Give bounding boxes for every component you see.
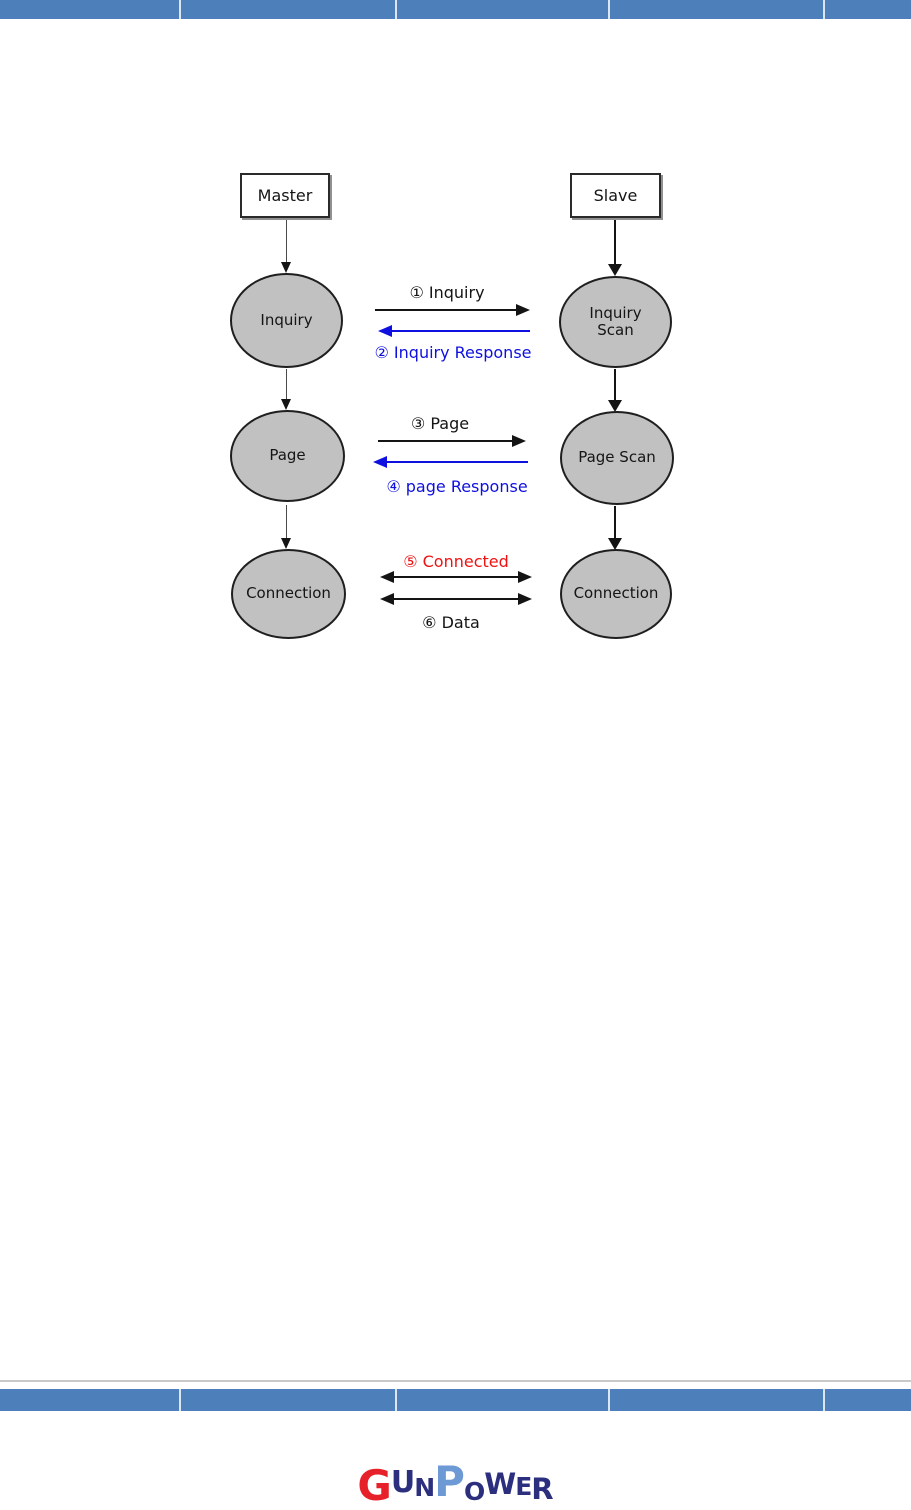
arrow-page-response <box>387 461 528 463</box>
logo-letter: R <box>531 1472 553 1506</box>
logo-letter: W <box>484 1467 516 1501</box>
header-cell <box>181 0 397 19</box>
gunpower-logo: G U N P O W E R <box>357 1457 553 1510</box>
inquiry-to-page-line <box>286 369 287 399</box>
slave-to-inquiryscan-line <box>614 220 616 265</box>
state-inquiry: Inquiry <box>230 273 343 368</box>
arrowhead-left-icon <box>373 456 387 468</box>
pagescan-to-connection-line <box>614 506 616 538</box>
logo-letter: N <box>414 1473 435 1502</box>
arrowhead-right-icon <box>518 593 532 605</box>
message-label-connected: ⑤ Connected <box>403 552 509 571</box>
arrow-connected <box>394 576 518 578</box>
header-cell <box>397 0 610 19</box>
arrowhead-right-icon <box>512 435 526 447</box>
footer-cell <box>0 1389 181 1411</box>
arrow-inquiry-response <box>392 330 530 332</box>
logo-letter: E <box>515 1472 532 1501</box>
message-label-page: ③ Page <box>410 414 470 433</box>
footer-divider <box>0 1380 911 1382</box>
message-label-inquiry: ① Inquiry <box>409 283 485 302</box>
master-to-inquiry-line <box>286 220 287 262</box>
state-inquiry-scan: Inquiry Scan <box>559 276 672 368</box>
footer-bar <box>0 1389 911 1411</box>
arrowhead-down-icon <box>281 262 291 273</box>
arrowhead-down-icon <box>608 400 622 412</box>
state-page: Page <box>230 410 345 502</box>
header-bar <box>0 0 911 19</box>
message-label-page-response: ④ page Response <box>386 477 528 496</box>
logo-letter: P <box>434 1457 465 1506</box>
footer-cell <box>181 1389 397 1411</box>
arrowhead-right-icon <box>516 304 530 316</box>
state-page-scan: Page Scan <box>560 411 674 505</box>
arrowhead-left-icon <box>380 593 394 605</box>
state-connection-master: Connection <box>231 549 346 639</box>
arrowhead-left-icon <box>378 325 392 337</box>
logo-letter: U <box>390 1465 415 1500</box>
footer-cell <box>397 1389 610 1411</box>
header-cell <box>610 0 825 19</box>
logo-letter: O <box>463 1477 485 1506</box>
header-cell <box>0 0 181 19</box>
arrowhead-left-icon <box>380 571 394 583</box>
footer-cell <box>610 1389 825 1411</box>
message-label-data: ⑥ Data <box>422 613 480 632</box>
arrowhead-down-icon <box>608 264 622 276</box>
slave-box: Slave <box>570 173 661 218</box>
logo-letter: G <box>357 1461 391 1510</box>
arrow-page <box>378 440 512 442</box>
message-label-inquiry-response: ② Inquiry Response <box>374 343 532 362</box>
arrow-data <box>394 598 518 600</box>
arrow-inquiry <box>375 309 516 311</box>
arrowhead-right-icon <box>518 571 532 583</box>
header-cell <box>825 0 911 19</box>
arrowhead-down-icon <box>281 399 291 410</box>
state-connection-slave: Connection <box>560 549 672 639</box>
arrowhead-down-icon <box>281 538 291 549</box>
master-box: Master <box>240 173 330 218</box>
footer-cell <box>825 1389 911 1411</box>
inquiryscan-to-pagescan-line <box>614 369 616 400</box>
page-to-connection-line <box>286 505 287 538</box>
arrowhead-down-icon <box>608 538 622 550</box>
